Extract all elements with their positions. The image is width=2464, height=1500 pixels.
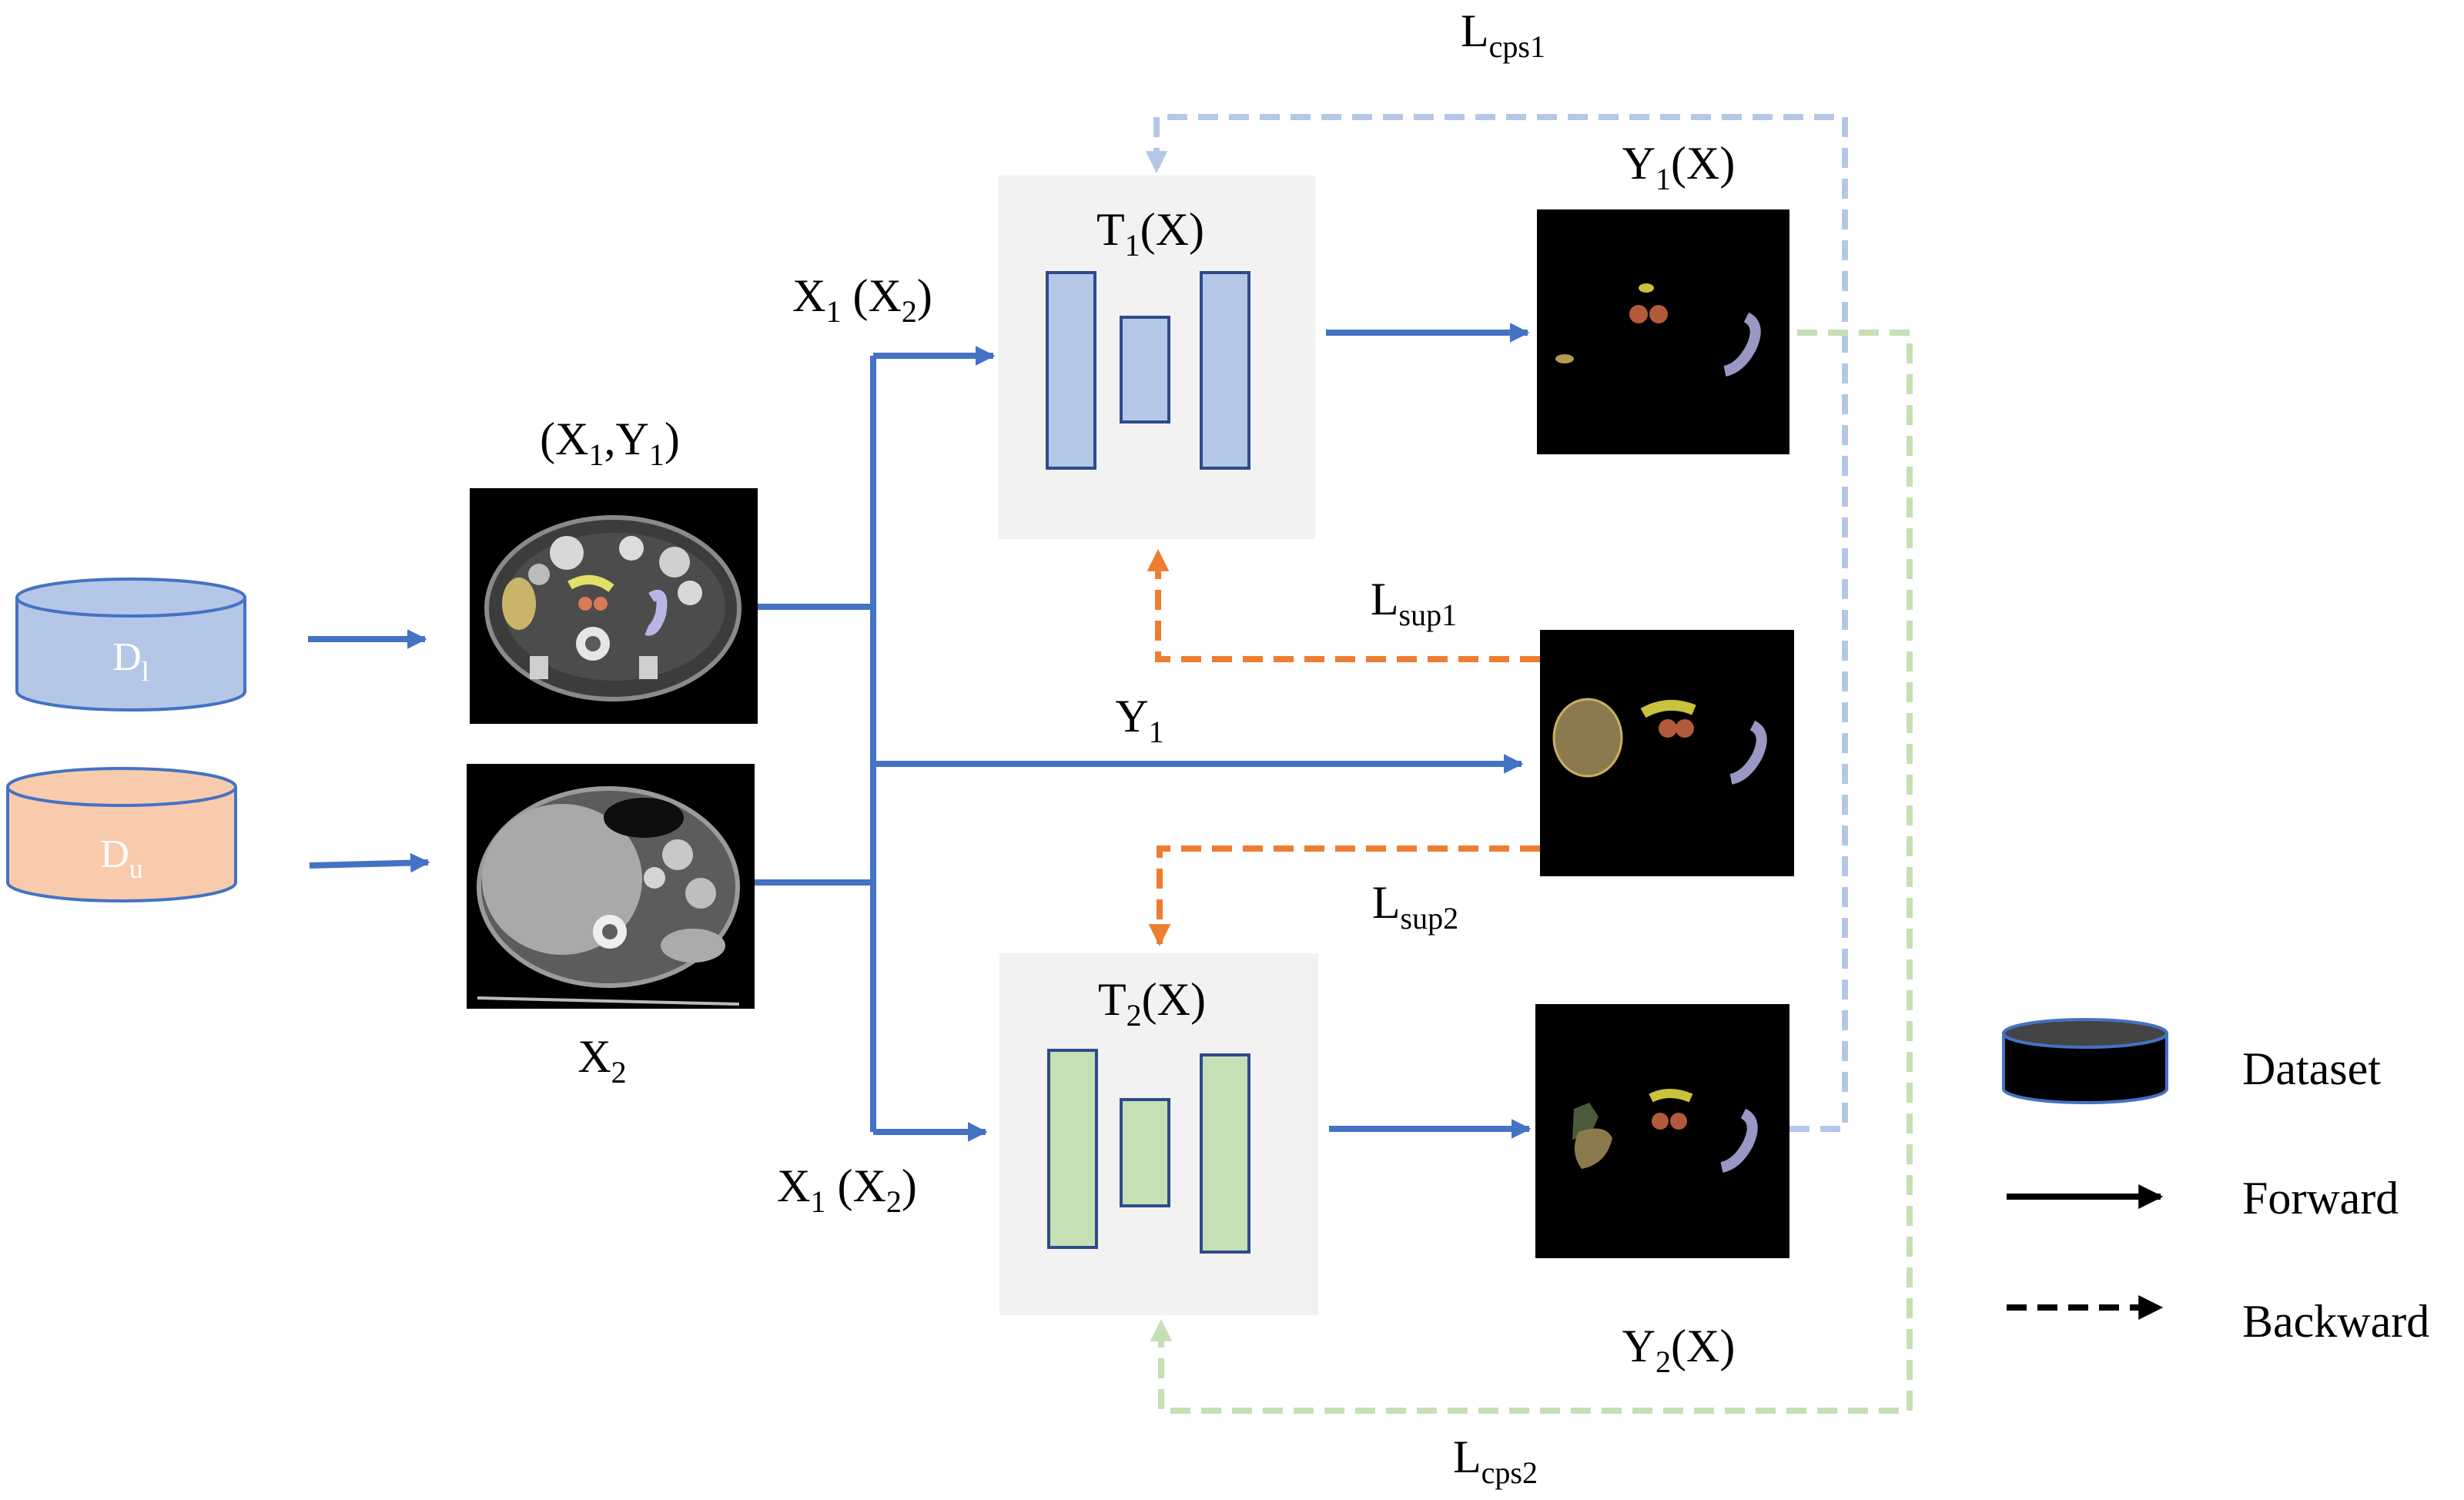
model-t1-title: T1(X) bbox=[1096, 204, 1204, 263]
arrow-du-to-unlabeled-image bbox=[309, 852, 430, 873]
dataset-labeled-sub: l bbox=[142, 656, 149, 687]
dataset-unlabeled-label: D bbox=[100, 832, 129, 876]
unlabeled-image-label: X2 bbox=[578, 1031, 626, 1090]
output-y2-title: Y2(X) bbox=[1622, 1321, 1736, 1379]
top-branch-input-label: X1 (X2) bbox=[792, 270, 932, 329]
model-t2-title: T2(X) bbox=[1098, 974, 1206, 1033]
prediction-map-y1 bbox=[1537, 209, 1789, 454]
t1-decoder-block bbox=[1200, 271, 1250, 470]
labeled-pair-label: (X1,Y1) bbox=[540, 414, 680, 472]
cps2-loss-path bbox=[1150, 330, 1913, 1414]
loss-sup2-label: Lsup2 bbox=[1372, 877, 1458, 936]
svg-text:Dl: Dl bbox=[112, 635, 149, 687]
dataset-unlabeled: Du bbox=[6, 767, 237, 902]
model-t2-panel: T2(X) bbox=[999, 953, 1318, 1315]
sup2-loss-path bbox=[1148, 845, 1540, 946]
ct-image-unlabeled bbox=[467, 764, 755, 1009]
legend: Dataset Forward Backward bbox=[2002, 1018, 2429, 1347]
dataset-labeled-label: D bbox=[112, 635, 142, 679]
t2-decoder-block bbox=[1200, 1053, 1250, 1254]
t2-encoder-block bbox=[1047, 1049, 1098, 1249]
loss-cps1-label: Lcps1 bbox=[1461, 5, 1545, 64]
output-y1-title: Y1(X) bbox=[1622, 138, 1736, 196]
t2-bottleneck-block bbox=[1120, 1098, 1170, 1207]
dataset-unlabeled-sub: u bbox=[129, 853, 143, 884]
t1-encoder-block bbox=[1046, 271, 1096, 470]
legend-dataset-label: Dataset bbox=[2242, 1043, 2381, 1094]
dataset-labeled: Dl bbox=[15, 578, 246, 711]
loss-sup1-label: Lsup1 bbox=[1371, 574, 1457, 632]
model-t1-panel: T1(X) bbox=[998, 176, 1315, 539]
ct-image-labeled bbox=[470, 488, 758, 724]
bottom-branch-input-label: X1 (X2) bbox=[777, 1160, 917, 1219]
t1-bottleneck-block bbox=[1120, 316, 1170, 424]
cps1-loss-path bbox=[1145, 114, 1848, 1132]
legend-backward-label: Backward bbox=[2242, 1296, 2429, 1347]
svg-text:Du: Du bbox=[100, 832, 143, 884]
ground-truth-mask bbox=[1540, 630, 1794, 876]
forward-routing bbox=[755, 346, 1524, 1142]
sup1-loss-path bbox=[1147, 549, 1540, 662]
legend-dataset-icon bbox=[2002, 1018, 2168, 1104]
legend-forward-label: Forward bbox=[2242, 1173, 2399, 1224]
prediction-map-y2 bbox=[1535, 1004, 1789, 1258]
label-arrow-y1: Y1 bbox=[1115, 691, 1163, 749]
loss-cps2-label: Lcps2 bbox=[1453, 1431, 1538, 1490]
